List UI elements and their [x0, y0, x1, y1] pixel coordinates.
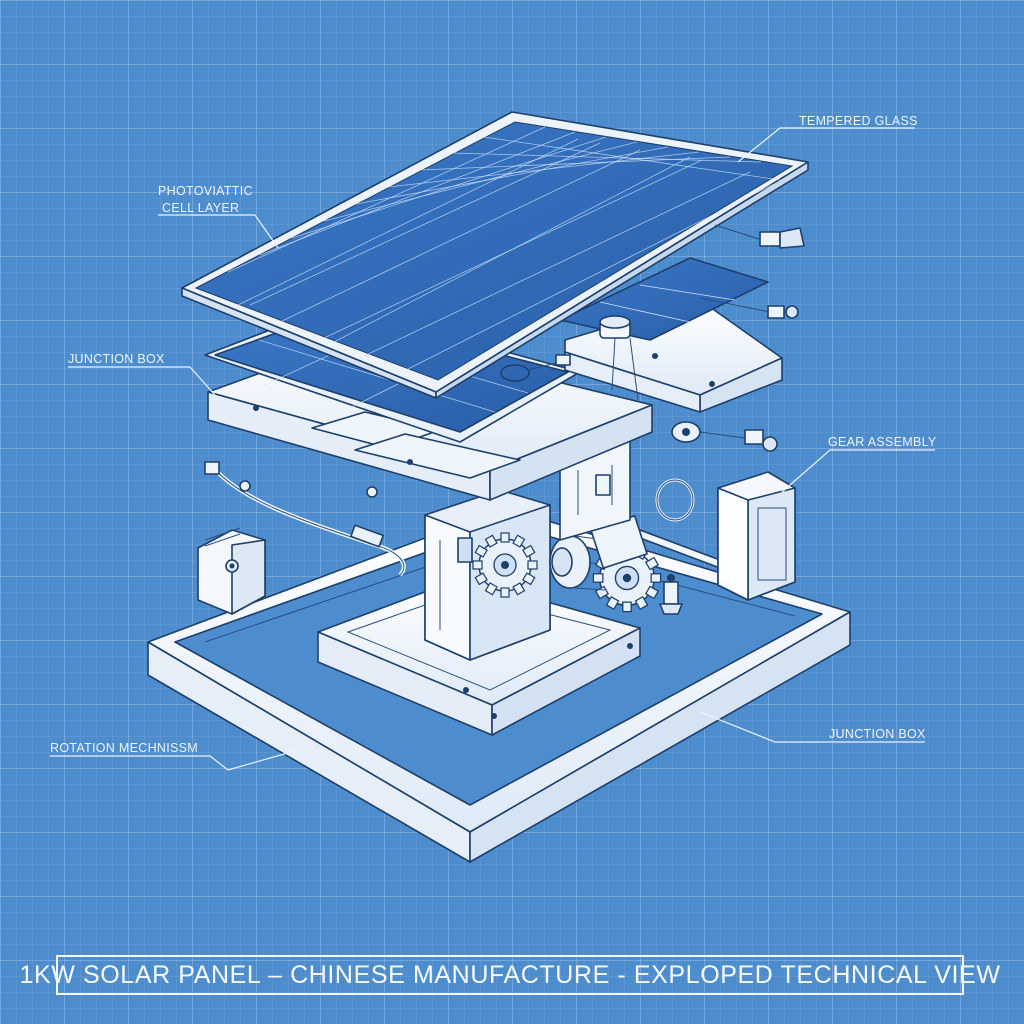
- bolt-icon: [366, 474, 611, 498]
- label-junction-box-right: JUNCTION BOX: [829, 727, 926, 741]
- bolt-icon: [714, 224, 805, 249]
- label-rotation-mechanism: ROTATION MECHNISSM: [50, 741, 198, 755]
- leader-lines: [50, 127, 935, 771]
- label-pv-line2: CELL LAYER: [162, 201, 239, 215]
- diagram-title: 1KW SOLAR PANEL – CHINESE MANUFACTURE - …: [19, 960, 1001, 989]
- bolt-icon: [699, 297, 799, 319]
- label-junction-box-left: JUNCTION BOX: [68, 352, 165, 366]
- label-pv-line1: PHOTOVIATTIC: [158, 184, 253, 198]
- bolt-icon: [500, 354, 571, 382]
- rear-tray: [564, 299, 783, 413]
- label-tempered-glass: TEMPERED GLASS: [799, 114, 918, 128]
- bolt-icon: [671, 421, 778, 452]
- title-box: 1KW SOLAR PANEL – CHINESE MANUFACTURE - …: [19, 955, 1000, 995]
- bolt-icon: [659, 574, 683, 615]
- cable-left: [210, 464, 406, 577]
- junction-box-right-housing: [717, 471, 796, 601]
- label-gear-assembly: GEAR ASSEMBLY: [828, 435, 937, 449]
- terminal-icon: [197, 527, 266, 615]
- bolt-icon: [204, 461, 251, 492]
- solar-cell-grid: [227, 126, 781, 371]
- bolt-icon: [599, 315, 639, 401]
- tempered-glass-panel: [181, 111, 809, 399]
